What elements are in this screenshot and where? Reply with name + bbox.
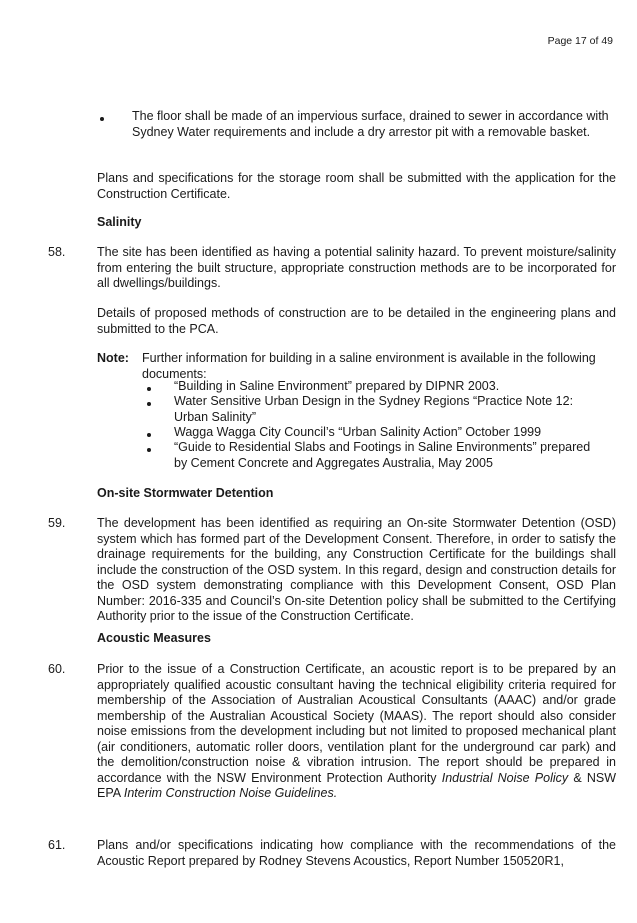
bullet-dot bbox=[100, 117, 104, 121]
page-number: Page 17 of 49 bbox=[547, 35, 613, 47]
clause-60-paragraph: Prior to the issue of a Construction Cer… bbox=[97, 662, 616, 802]
bullet-dot bbox=[147, 402, 151, 406]
note-label: Note: bbox=[97, 351, 129, 365]
clause-number-59: 59. bbox=[48, 516, 66, 530]
osd-heading: On-site Stormwater Detention bbox=[97, 486, 274, 500]
clause-60-text: Prior to the issue of a Construction Cer… bbox=[97, 662, 616, 785]
industrial-noise-policy-ref: Industrial Noise Policy bbox=[441, 770, 569, 785]
construction-noise-guidelines-ref: Interim Construction Noise Guidelines. bbox=[123, 786, 338, 800]
clause-58-paragraph: The site has been identified as having a… bbox=[97, 245, 616, 290]
doc-item: “Building in Saline Environment” prepare… bbox=[174, 379, 500, 393]
acoustic-heading: Acoustic Measures bbox=[97, 631, 211, 645]
salinity-heading: Salinity bbox=[97, 215, 142, 229]
doc-item: Wagga Wagga City Council’s “Urban Salini… bbox=[174, 425, 542, 439]
clause-number-58: 58. bbox=[48, 245, 66, 259]
bullet-dot bbox=[147, 387, 151, 391]
doc-item: “Guide to Residential Slabs and Footings… bbox=[174, 440, 591, 470]
clause-59-paragraph: The development has been identified as r… bbox=[97, 516, 616, 623]
bullet-dot bbox=[147, 448, 151, 452]
top-bullet-text: The floor shall be made of an impervious… bbox=[132, 109, 609, 139]
doc-item: Water Sensitive Urban Design in the Sydn… bbox=[174, 394, 574, 424]
clause-number-61: 61. bbox=[48, 838, 66, 852]
storage-paragraph: Plans and specifications for the storage… bbox=[97, 171, 616, 201]
ref-join: & NSW EPA bbox=[97, 770, 616, 801]
bullet-dot bbox=[147, 433, 151, 437]
clause-number-60: 60. bbox=[48, 662, 66, 676]
clause-58-details: Details of proposed methods of construct… bbox=[97, 306, 616, 336]
clause-61-paragraph: Plans and/or specifications indicating h… bbox=[97, 838, 616, 868]
note-text: Further information for building in a sa… bbox=[142, 351, 596, 381]
